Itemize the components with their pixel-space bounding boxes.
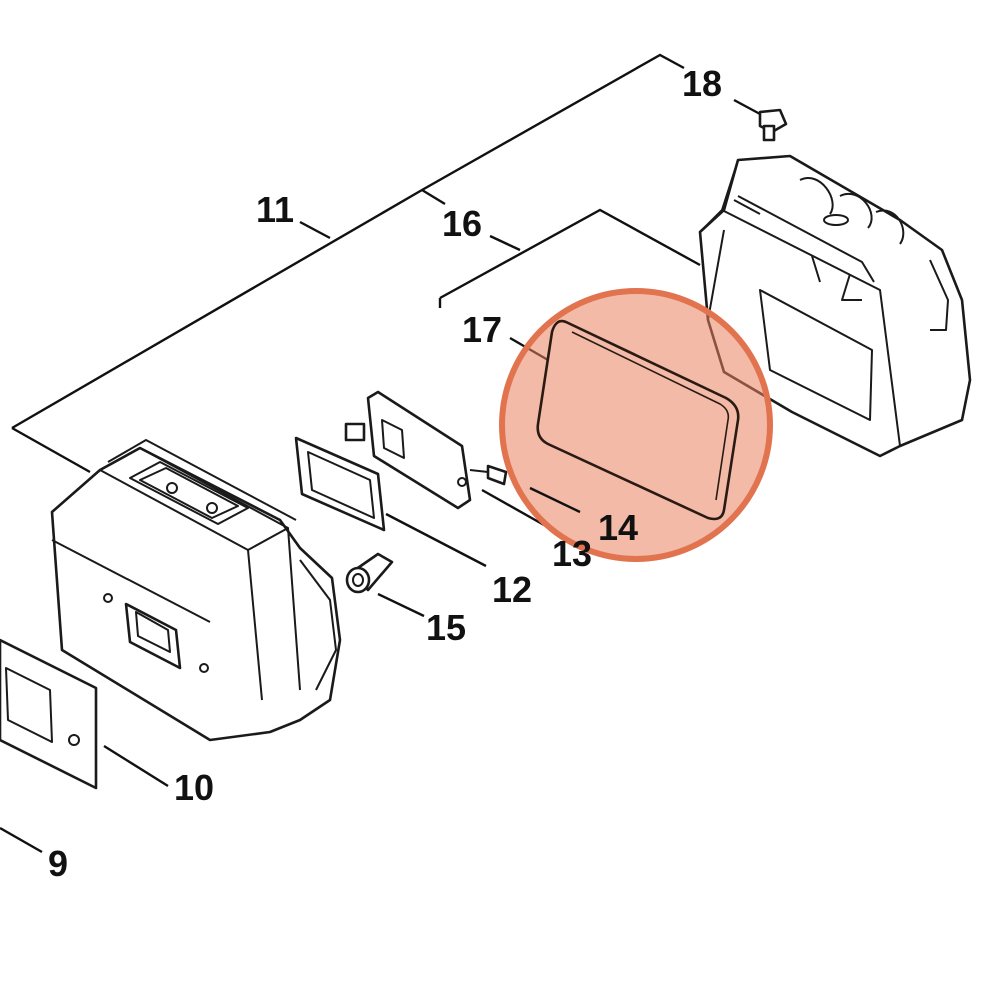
part-12-gasket — [294, 436, 487, 568]
part-9-gasket — [0, 638, 98, 854]
callout-11: 11 — [256, 189, 294, 230]
callout-16: 16 — [442, 203, 482, 244]
callout-15: 15 — [426, 607, 466, 648]
callout-13: 13 — [552, 533, 592, 574]
callout-9: 9 — [48, 843, 68, 884]
part-10-muffler-body — [50, 439, 342, 788]
callout-10: 10 — [174, 767, 214, 808]
callout-17: 17 — [462, 309, 502, 350]
callout-14: 14 — [598, 507, 638, 548]
part-14-screen — [529, 319, 740, 521]
highlight-circle — [499, 288, 773, 562]
part-13-plate — [344, 390, 561, 536]
callout-12: 12 — [492, 569, 532, 610]
part-18-screw — [758, 108, 788, 142]
part-15-sleeve — [345, 552, 425, 618]
assembly-bracket-11 — [11, 53, 685, 474]
callout-18: 18 — [682, 63, 722, 104]
assembly-bracket-16 — [421, 188, 701, 308]
